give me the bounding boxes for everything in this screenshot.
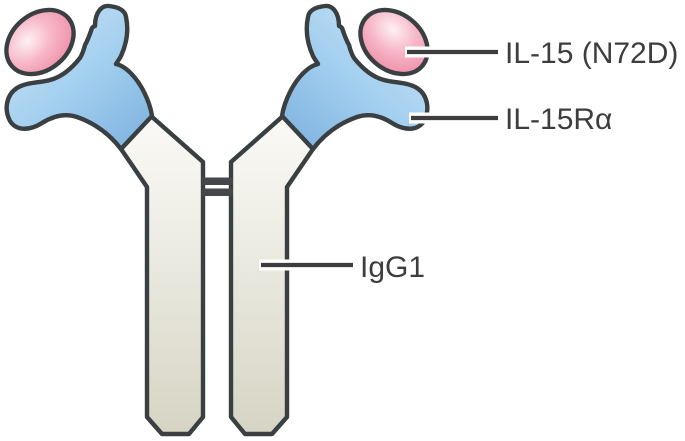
il15-domain-left bbox=[4, 7, 76, 77]
label-igg1: IgG1 bbox=[360, 251, 425, 284]
label-il15: IL-15 (N72D) bbox=[505, 37, 678, 70]
label-il15ra: IL-15Rα bbox=[505, 103, 612, 136]
igg1-heavy-chain-right bbox=[228, 113, 316, 437]
disulfide-bond-bottom bbox=[202, 188, 233, 196]
igg1-heavy-chain-left bbox=[118, 113, 206, 437]
il15ra-arm-left bbox=[4, 3, 155, 152]
il15-domain-right bbox=[358, 7, 430, 77]
il15ra-arm-right bbox=[279, 3, 430, 152]
disulfide-bond-top bbox=[202, 177, 233, 185]
